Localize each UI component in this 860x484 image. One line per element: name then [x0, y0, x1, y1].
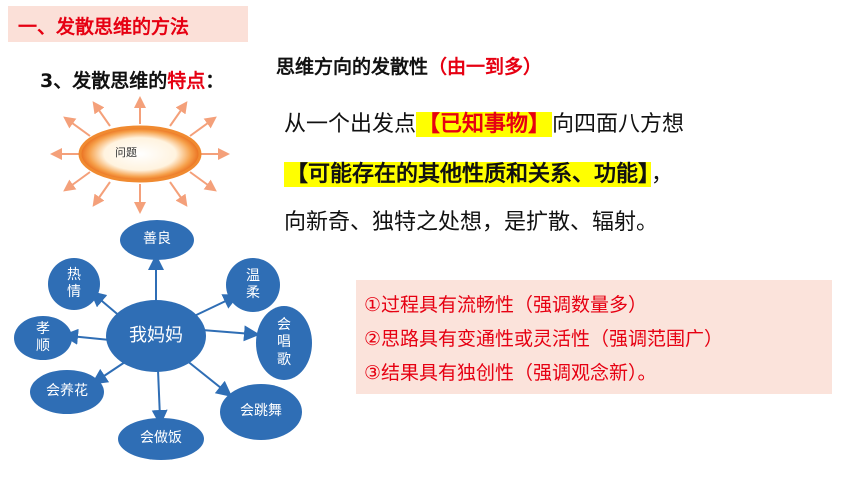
mindmap-node: 善良: [120, 220, 194, 260]
desc-line1-post: 向四面八方想: [552, 112, 685, 137]
section-title-banner: 一、发散思维的方法: [8, 6, 248, 42]
mindmap-node: 热情: [48, 258, 100, 310]
known-things-highlight: 【已知事物】: [416, 112, 553, 137]
desc-line1-pre: 从一个出发点: [284, 112, 417, 137]
mindmap-node-label: 会跳舞: [240, 403, 282, 420]
mindmap-node-label: 孝顺: [36, 320, 50, 355]
feature-item-3: ③结果具有独创性（强调观念新）。: [364, 362, 657, 384]
subtitle-main: 思维方向的发散性: [276, 56, 429, 78]
desc-line-1: 从一个出发点【已知事物】向四面八方想: [284, 106, 684, 138]
desc-line2-post: ，: [651, 162, 674, 187]
mindmap-node-label: 会唱歌: [277, 316, 291, 368]
mindmap-node: 会养花: [30, 370, 104, 414]
mindmap-node-label: 善良: [143, 231, 171, 248]
sun-label: 问题: [115, 146, 137, 159]
sun-rays: [50, 96, 230, 214]
mindmap-node-label: 热情: [67, 266, 81, 301]
desc-line-3: 向新奇、独特之处想，是扩散、辐射。: [284, 210, 659, 235]
mindmap-node-label: 会养花: [46, 383, 88, 400]
features-box: ①过程具有流畅性（强调数量多） ②思路具有变通性或灵活性（强调范围广） ③结果具…: [356, 280, 832, 394]
subtitle: 思维方向的发散性（由一到多）: [276, 52, 542, 79]
point-title-prefix: 3、发散思维的: [40, 70, 168, 92]
point-title-highlight: 特点: [167, 70, 206, 92]
section-title: 一、发散思维的方法: [18, 16, 190, 38]
feature-item-1: ①过程具有流畅性（强调数量多）: [364, 294, 648, 316]
known-things-text: 【已知事物】: [418, 112, 551, 137]
mindmap-node-label: 温柔: [246, 267, 260, 302]
mindmap-node: 会做饭: [118, 418, 204, 460]
desc-line-2: 【可能存在的其他性质和关系、功能】，: [284, 156, 673, 188]
subtitle-paren: （由一到多）: [428, 56, 543, 78]
point-title-suffix: ：: [205, 70, 225, 92]
mindmap-node: 会唱歌: [256, 306, 312, 380]
mindmap-node: 温柔: [226, 258, 280, 312]
properties-text: 【可能存在的其他性质和关系、功能】: [286, 162, 650, 187]
mindmap-node: 孝顺: [14, 316, 72, 360]
mindmap-center-node: 我妈妈: [106, 300, 206, 372]
mindmap-center-label: 我妈妈: [129, 324, 183, 346]
point-title: 3、发散思维的特点：: [40, 66, 224, 93]
problem-ellipse: [78, 125, 202, 183]
mindmap-node: 会跳舞: [220, 384, 302, 440]
feature-item-2: ②思路具有变通性或灵活性（强调范围广）: [364, 328, 724, 350]
properties-highlight: 【可能存在的其他性质和关系、功能】: [284, 162, 652, 187]
radiating-sun-illustration: [50, 96, 230, 214]
mindmap-node-label: 会做饭: [140, 430, 182, 447]
